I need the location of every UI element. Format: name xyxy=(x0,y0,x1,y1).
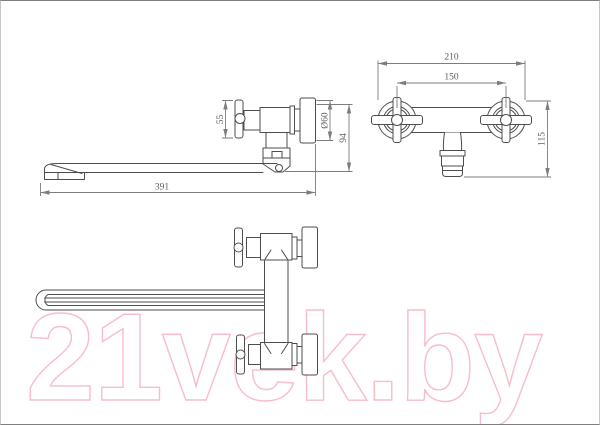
top-view-spout xyxy=(35,289,265,311)
dim-label-210: 210 xyxy=(444,53,459,63)
front-view-dimensions: 210 150 115 xyxy=(377,53,551,178)
dim-label-55: 55 xyxy=(216,115,226,125)
side-view-dimensions: 55 Ø60 94 391 xyxy=(40,100,353,196)
side-view-body xyxy=(259,97,316,173)
front-view-outlet xyxy=(439,132,466,177)
side-view-spout xyxy=(44,163,278,180)
front-view-right-valve xyxy=(480,97,532,143)
dim-label-150: 150 xyxy=(444,73,459,83)
front-view-left-valve xyxy=(371,97,423,143)
dim-handle-55: 55 xyxy=(216,100,233,139)
dim-label-115: 115 xyxy=(538,132,548,146)
top-view-body-tube xyxy=(264,260,289,345)
dim-label-94: 94 xyxy=(339,133,349,143)
side-view xyxy=(44,97,316,180)
top-view-upper-valve xyxy=(233,226,318,269)
dim-height-94: 94 xyxy=(285,104,353,172)
side-view-handle xyxy=(234,99,261,139)
top-view-body-fill xyxy=(264,261,288,344)
dim-label-d60: Ø60 xyxy=(321,112,331,129)
dim-width-210: 210 xyxy=(377,53,526,100)
dim-escutcheon-d60: Ø60 xyxy=(316,100,333,141)
dim-spout-391: 391 xyxy=(40,144,316,196)
side-view-escutcheon xyxy=(299,97,316,144)
dim-label-391: 391 xyxy=(155,183,170,193)
top-view-lower-valve xyxy=(235,333,318,376)
front-view xyxy=(371,97,532,177)
dim-height-115: 115 xyxy=(464,100,551,178)
top-view xyxy=(35,226,318,376)
dim-spacing-150: 150 xyxy=(396,73,507,108)
